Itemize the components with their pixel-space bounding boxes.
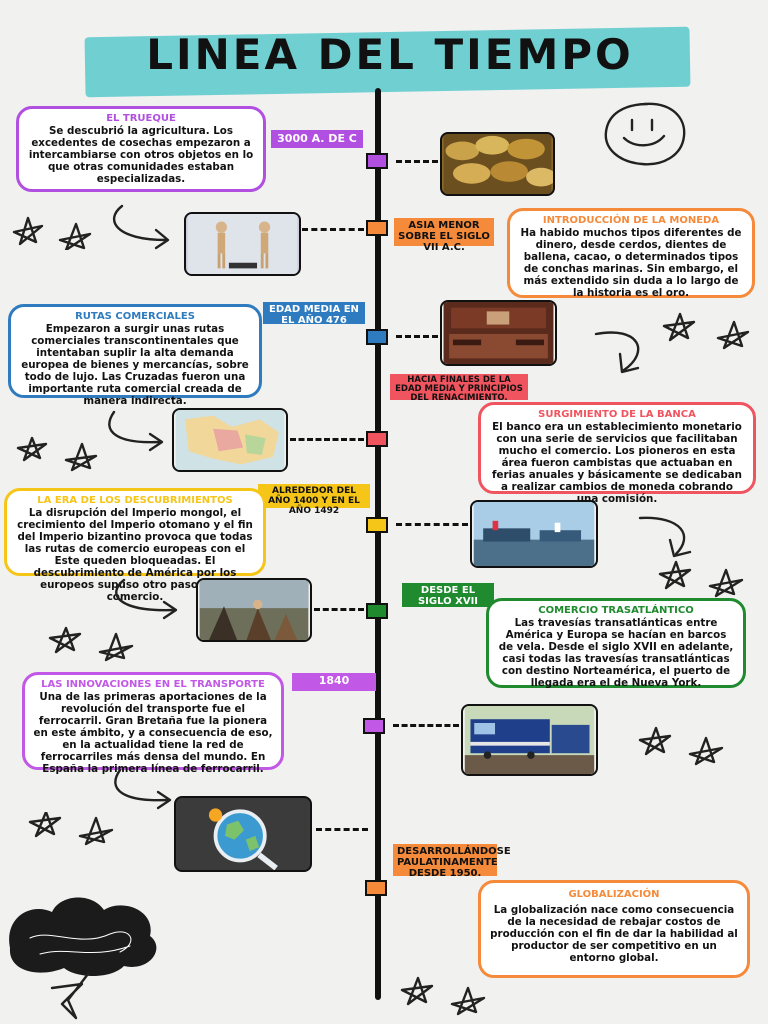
connector bbox=[302, 228, 364, 231]
event-heading: LAS INNOVACIONES EN EL TRANSPORTE bbox=[41, 679, 265, 690]
event-card-banca: SURGIMIENTO DE LA BANCA El banco era un … bbox=[478, 402, 756, 505]
timeline-marker bbox=[363, 718, 385, 734]
connector bbox=[314, 608, 364, 611]
connector bbox=[396, 160, 438, 163]
smiley-icon bbox=[604, 102, 686, 166]
trade-figures-image bbox=[184, 212, 301, 276]
curved-arrow-icon bbox=[112, 204, 170, 250]
timeline-axis bbox=[375, 88, 381, 1000]
date-label: 3000 A. DE C bbox=[271, 130, 363, 148]
timeline-marker bbox=[366, 603, 388, 619]
star-icon bbox=[658, 560, 744, 598]
date-label: HACIA FINALES DE LA EDAD MEDIA Y PRINCIP… bbox=[390, 374, 528, 403]
star-icon bbox=[662, 312, 750, 350]
date-label: 1840 bbox=[292, 673, 376, 691]
date-label: DESARROLLÁNDOSE PAULATINAMENTE DESDE 195… bbox=[393, 844, 511, 879]
date-label: ALREDEDOR DEL AÑO 1400 Y EN EL AÑO 1492 bbox=[258, 484, 370, 516]
event-card-descubrimientos: LA ERA DE LOS DESCUBRIMIENTOS La disrupc… bbox=[4, 488, 266, 603]
event-heading: GLOBALIZACIÓN bbox=[568, 889, 660, 900]
timeline-marker bbox=[366, 431, 388, 447]
event-card-rutas: RUTAS COMERCIALES Empezaron a surgir una… bbox=[8, 304, 262, 407]
timeline-marker bbox=[366, 153, 388, 169]
curved-arrow-icon bbox=[638, 516, 692, 558]
train-image bbox=[461, 704, 598, 776]
date-label: ASIA MENOR SOBRE EL SIGLO VII A.C. bbox=[394, 218, 494, 253]
star-icon bbox=[12, 216, 92, 250]
timeline-marker bbox=[366, 220, 388, 236]
timeline-marker bbox=[366, 329, 388, 345]
port-image bbox=[470, 500, 598, 568]
connector bbox=[393, 724, 459, 727]
connector bbox=[290, 438, 364, 441]
event-card-trasatlantico: COMERCIO TRASATLÁNTICO Las travesías tra… bbox=[486, 598, 746, 689]
event-text: Una de las primeras aportaciones de la r… bbox=[33, 691, 273, 775]
page-title: LINEA DEL TIEMPO bbox=[146, 30, 634, 79]
coins-image bbox=[440, 132, 555, 196]
event-card-moneda: INTRODUCCIÓN DE LA MONEDA Ha habido much… bbox=[507, 208, 755, 299]
date-label: DESDE EL SIGLO XVII bbox=[402, 583, 494, 607]
map-image bbox=[172, 408, 288, 472]
star-icon bbox=[50, 972, 90, 1020]
scribble-cloud-icon bbox=[9, 897, 157, 976]
event-text: La globalización nace como consecuencia … bbox=[490, 904, 738, 964]
star-icon bbox=[48, 626, 134, 662]
star-icon bbox=[400, 976, 486, 1016]
event-card-trueque: EL TRUEQUE Se descubrió la agricultura. … bbox=[16, 106, 266, 192]
connector bbox=[316, 828, 368, 831]
hall-image bbox=[440, 300, 557, 366]
event-text: Se descubrió la agricultura. Los exceden… bbox=[28, 125, 254, 185]
date-label: EDAD MEDIA EN EL AÑO 476 bbox=[263, 302, 365, 326]
event-heading: SURGIMIENTO DE LA BANCA bbox=[538, 409, 696, 420]
star-icon bbox=[638, 726, 724, 766]
event-card-globalizacion: GLOBALIZACIÓN La globalización nace como… bbox=[478, 880, 750, 978]
curved-arrow-icon bbox=[594, 331, 640, 374]
event-heading: EL TRUEQUE bbox=[106, 113, 176, 124]
curved-arrow-icon bbox=[108, 410, 164, 452]
event-text: La disrupción del Imperio mongol, el cre… bbox=[17, 507, 253, 603]
event-text: Ha habido muchos tipos diferentes de din… bbox=[520, 227, 742, 299]
event-text: Empezaron a surgir unas rutas comerciale… bbox=[21, 323, 249, 407]
event-heading: COMERCIO TRASATLÁNTICO bbox=[538, 605, 694, 616]
star-icon bbox=[28, 812, 114, 846]
connector bbox=[396, 523, 468, 526]
discovery-painting-image bbox=[196, 578, 312, 642]
timeline-marker bbox=[365, 880, 387, 896]
event-text: Las travesías transatlánticas entre Amér… bbox=[498, 617, 734, 689]
event-text: El banco era un establecimiento monetari… bbox=[491, 421, 743, 505]
event-heading: RUTAS COMERCIALES bbox=[75, 311, 195, 322]
connector bbox=[396, 335, 438, 338]
timeline-marker bbox=[366, 517, 388, 533]
globe-search-image bbox=[174, 796, 312, 872]
curved-arrow-icon bbox=[115, 578, 178, 620]
star-icon bbox=[16, 436, 98, 472]
event-card-transporte: LAS INNOVACIONES EN EL TRANSPORTE Una de… bbox=[22, 672, 284, 775]
curved-arrow-icon bbox=[114, 768, 172, 810]
event-heading: INTRODUCCIÓN DE LA MONEDA bbox=[542, 215, 720, 226]
event-heading: LA ERA DE LOS DESCUBRIMIENTOS bbox=[37, 495, 233, 506]
